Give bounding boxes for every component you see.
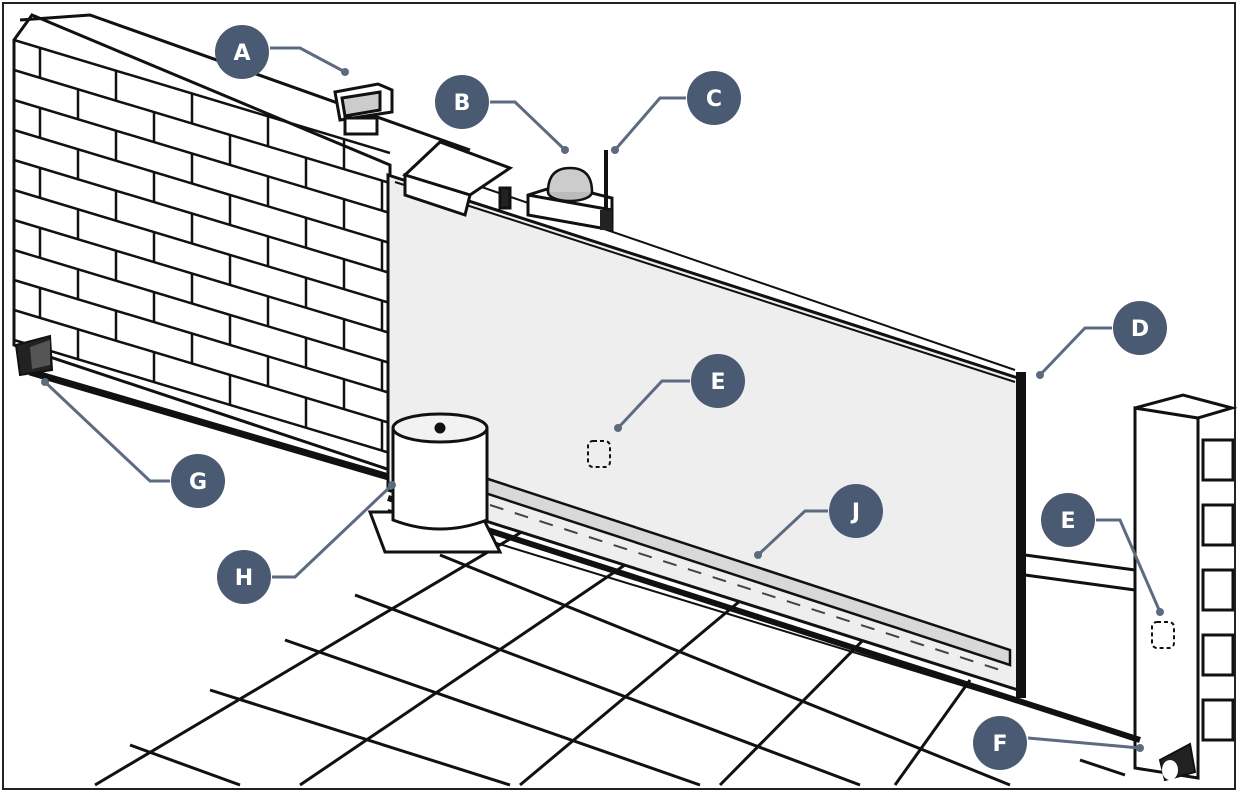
callout-badge-a: A <box>215 25 269 79</box>
callout-badge-d: D <box>1113 301 1167 355</box>
callout-badge-c: C <box>687 71 741 125</box>
leader-anchor-dot <box>1136 744 1144 752</box>
callout-badge-j: J <box>829 484 883 538</box>
callout-label: J <box>850 500 860 525</box>
callout-label: B <box>454 91 471 116</box>
floodlight-icon <box>335 84 392 134</box>
antenna-icon <box>600 150 612 230</box>
callout-badge-g: G <box>171 454 225 508</box>
leader-line <box>272 485 392 577</box>
leader-line <box>1028 738 1140 748</box>
callout-label: G <box>189 470 207 495</box>
callout-label: A <box>233 41 250 66</box>
leader-anchor-dot <box>614 424 622 432</box>
flashing-lamp-icon <box>548 168 592 201</box>
leader-anchor-dot <box>611 146 619 154</box>
leader-anchor-dot <box>1156 608 1164 616</box>
callout-badge-e2: E <box>1041 493 1095 547</box>
callout-label: E <box>710 370 725 395</box>
callout-badge-b: B <box>435 75 489 129</box>
leader-line <box>615 98 686 150</box>
right-pillar <box>1025 395 1233 778</box>
leader-anchor-dot <box>341 68 349 76</box>
callout-label: E <box>1060 509 1075 534</box>
sliding-gate-leaf <box>388 175 1140 740</box>
leader-line <box>270 48 345 72</box>
callout-label: H <box>235 566 253 591</box>
callout-label: C <box>706 87 722 112</box>
callout-label: F <box>992 732 1007 757</box>
leader-anchor-dot <box>41 378 49 386</box>
leader-anchor-dot <box>561 146 569 154</box>
callout-badge-e1: E <box>691 354 745 408</box>
callout-label: D <box>1131 317 1149 342</box>
callout-badge-h: H <box>217 550 271 604</box>
leader-line <box>490 102 565 150</box>
leader-anchor-dot <box>754 551 762 559</box>
leader-anchor-dot <box>388 481 396 489</box>
callout-badge-f: F <box>973 716 1027 770</box>
leader-anchor-dot <box>1036 371 1044 379</box>
leader-line <box>1040 328 1112 375</box>
